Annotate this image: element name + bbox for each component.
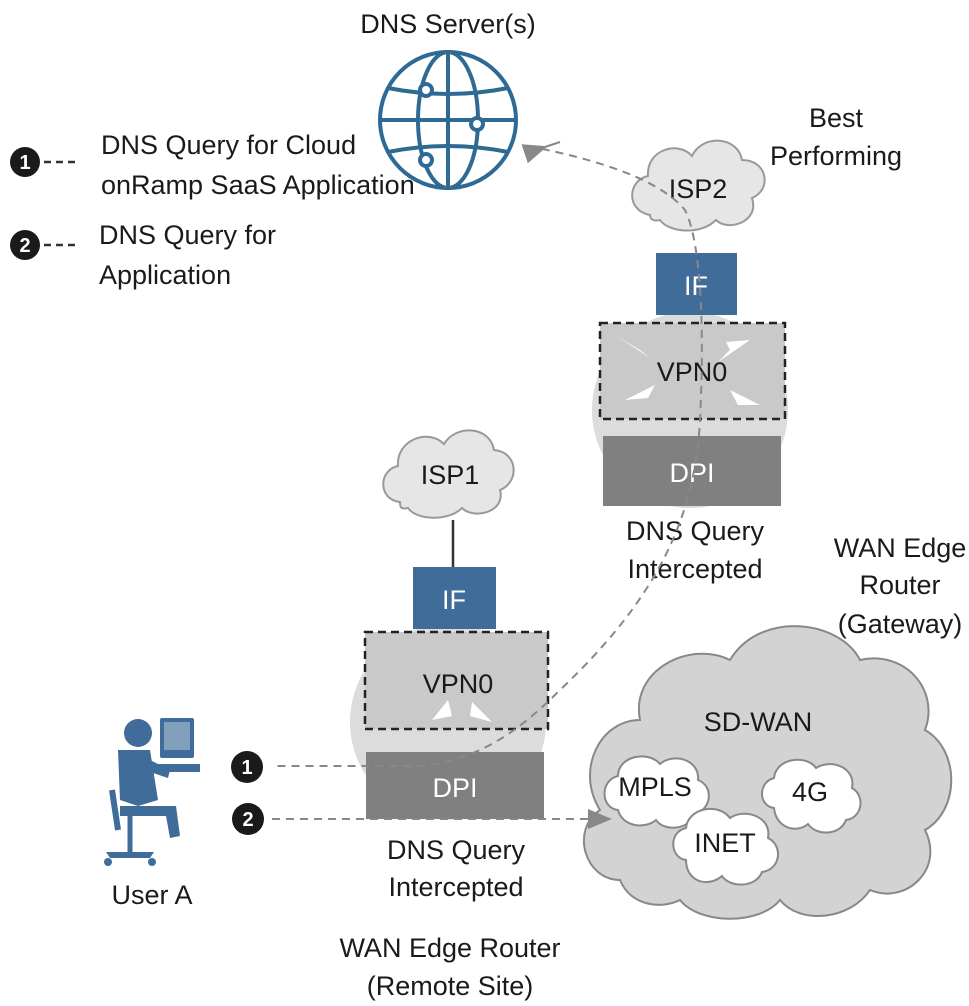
remote-if-label: IF: [442, 585, 466, 615]
gateway-title-line1: WAN Edge: [834, 533, 967, 563]
best-performing-line1: Best: [809, 103, 864, 133]
isp2-cloud: ISP2: [631, 139, 766, 232]
gateway-intercept-line2: Intercepted: [627, 554, 762, 584]
legend-1-line1: DNS Query for Cloud: [101, 130, 356, 160]
svg-text:2: 2: [242, 809, 253, 831]
gateway-if-block: [656, 253, 737, 315]
legend-2-line2: Application: [99, 260, 231, 290]
isp2-label: ISP2: [669, 174, 728, 204]
isp1-label: ISP1: [421, 460, 480, 490]
gateway-title-line3: (Gateway): [838, 609, 963, 639]
mpls-label: MPLS: [618, 772, 692, 802]
mpls-cloud: MPLS: [603, 755, 710, 829]
legend-badge-1: [10, 147, 40, 177]
legend-badge-2-num: 2: [19, 235, 30, 257]
legend-1-line2: onRamp SaaS Application: [101, 170, 415, 200]
gateway-title-line2: Router: [859, 570, 940, 600]
globe-icon: [378, 50, 518, 190]
remote-intercept-line2: Intercepted: [388, 872, 523, 902]
lte-cloud: 4G: [761, 758, 862, 834]
legend-badge-1-num: 1: [19, 152, 30, 174]
remote-dpi-label: DPI: [432, 773, 477, 803]
remote-if-block: [413, 567, 496, 629]
remote-dpi-block: [366, 752, 544, 819]
dns-query-1-arrowhead: [521, 141, 561, 164]
gateway-dpi-label: DPI: [669, 458, 714, 488]
inet-cloud: INET: [672, 808, 779, 886]
dns-server-label: DNS Server(s): [360, 9, 536, 39]
best-performing-line2: Performing: [770, 141, 902, 171]
remote-title-line2: (Remote Site): [367, 971, 534, 1001]
legend-item-1: 1 DNS Query for Cloud onRamp SaaS Applic…: [10, 130, 415, 200]
sdwan-label: SD-WAN: [704, 707, 813, 737]
dns-query-1-flow: [272, 145, 703, 767]
gateway-vpn0-box: VPN0: [598, 321, 787, 421]
svg-text:1: 1: [241, 757, 252, 779]
remote-vpn0-box: VPN0: [363, 630, 550, 731]
lte-label: 4G: [792, 777, 828, 807]
user-at-computer-icon: [104, 718, 200, 866]
remote-intercept-line1: DNS Query: [387, 835, 526, 865]
gateway-intercept-line1: DNS Query: [626, 516, 765, 546]
isp1-cloud: ISP1: [382, 429, 515, 519]
legend-item-2: 2 DNS Query for Application: [10, 220, 276, 290]
remote-vpn0-label: VPN0: [423, 669, 494, 699]
legend-2-line1: DNS Query for: [99, 220, 276, 250]
inet-label: INET: [694, 828, 756, 858]
flow-badge-1: 1: [231, 751, 263, 783]
gateway-dpi-block: [603, 436, 781, 506]
gateway-vpn0-label: VPN0: [657, 357, 728, 387]
legend-badge-2: [10, 230, 40, 260]
sdwan-cloud: SD-WAN MPLS 4G INET: [583, 625, 953, 920]
remote-title-line1: WAN Edge Router: [339, 933, 560, 963]
gateway-if-label: IF: [684, 271, 708, 301]
user-label: User A: [111, 880, 192, 910]
flow-badge-2: 2: [232, 803, 264, 835]
